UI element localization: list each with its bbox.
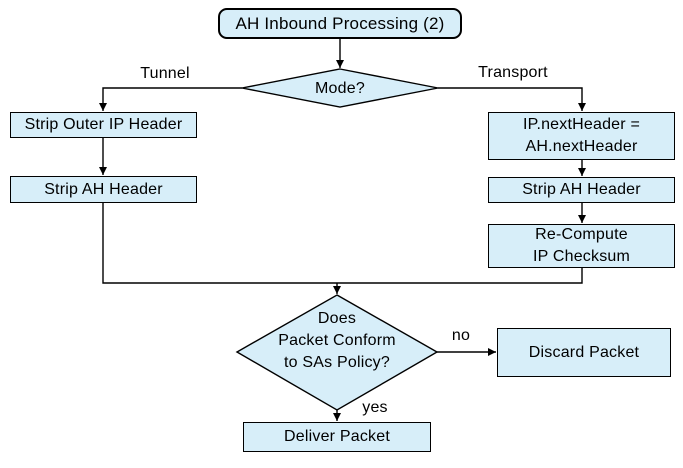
node-discard-packet: Discard Packet (497, 328, 671, 377)
policy-decision-label: Does Packet Conform to SAs Policy? (278, 310, 396, 371)
node-strip-outer-ip-header: Strip Outer IP Header (10, 112, 197, 138)
node-recompute-ip-checksum: Re-Compute IP Checksum (488, 224, 675, 268)
edge-transport-merge (337, 268, 583, 284)
mode-decision-diamond (241, 68, 439, 108)
transport-branch-label: Transport (478, 64, 548, 81)
mode-decision-label: Mode? (315, 80, 365, 97)
edge-tunnel-merge (102, 203, 337, 284)
yes-branch-label: yes (362, 399, 388, 416)
node-strip-ah-header-tunnel: Strip AH Header (10, 176, 197, 203)
edge-mode-transport-branch (438, 87, 586, 111)
tunnel-branch-label: Tunnel (140, 65, 190, 82)
no-branch-label: no (451, 327, 471, 344)
node-deliver-packet: Deliver Packet (243, 422, 431, 452)
node-ip-nextheader: IP.nextHeader = AH.nextHeader (488, 112, 675, 160)
node-start: AH Inbound Processing (2) (218, 8, 462, 39)
node-strip-ah-header-transport: Strip AH Header (488, 177, 675, 203)
edge-mode-tunnel-branch (99, 87, 242, 111)
